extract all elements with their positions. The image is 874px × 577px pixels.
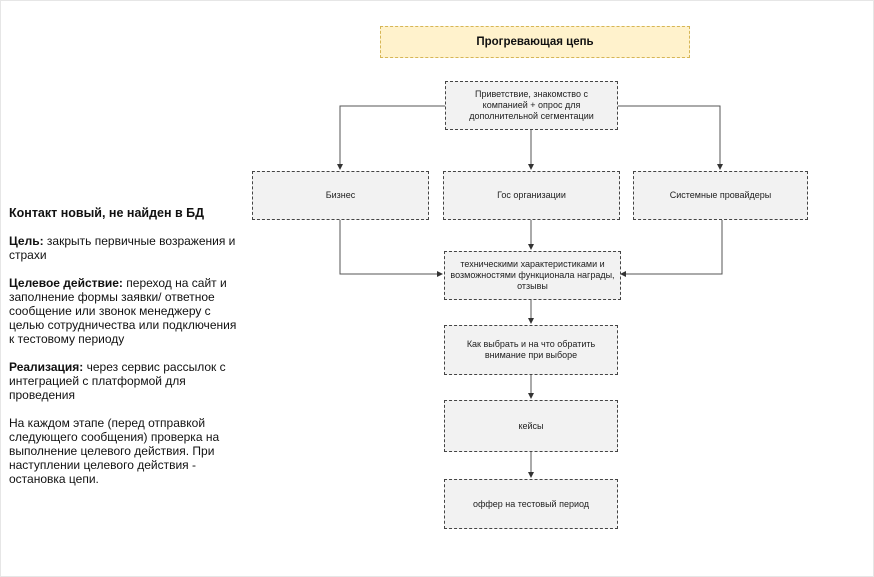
node-offer: оффер на тестовый период	[444, 479, 618, 529]
description-heading: Контакт новый, не найден в БД	[9, 206, 205, 220]
edge-business-features	[339, 220, 443, 277]
node-gov: Гос организации	[443, 171, 620, 220]
target-action-paragraph: Целевое действие: переход на сайт и запо…	[9, 276, 241, 346]
node-greeting: Приветствие, знакомство с компанией + оп…	[445, 81, 618, 130]
edge-providers-features	[620, 220, 723, 277]
note-paragraph: На каждом этапе (перед отправкой следующ…	[9, 416, 220, 486]
node-choose: Как выбрать и на что обратить внимание п…	[444, 325, 618, 375]
node-cases: кейсы	[444, 400, 618, 452]
goal-paragraph: Цель: закрыть первичные возражения и стр…	[9, 234, 241, 262]
target-action-text: переход на сайт и заполнение формы заявк…	[9, 276, 237, 346]
implementation-text: через сервис рассылок с интеграцией с пл…	[9, 360, 226, 402]
node-features: техническими характеристиками и возможно…	[444, 251, 621, 300]
implementation-label: Реализация:	[9, 360, 84, 374]
diagram-title: Прогревающая цепь	[380, 26, 690, 58]
implementation-paragraph: Реализация: через сервис рассылок с инте…	[9, 360, 241, 402]
node-business: Бизнес	[252, 171, 429, 220]
target-action-label: Целевое действие:	[9, 276, 123, 290]
goal-text: закрыть первичные возражения и страхи	[9, 234, 236, 262]
edge-greeting-providers	[618, 105, 723, 170]
description-panel: Контакт новый, не найден в БД Цель: закр…	[9, 206, 241, 500]
goal-label: Цель:	[9, 234, 44, 248]
node-providers: Системные провайдеры	[633, 171, 808, 220]
edge-greeting-business	[337, 105, 445, 170]
